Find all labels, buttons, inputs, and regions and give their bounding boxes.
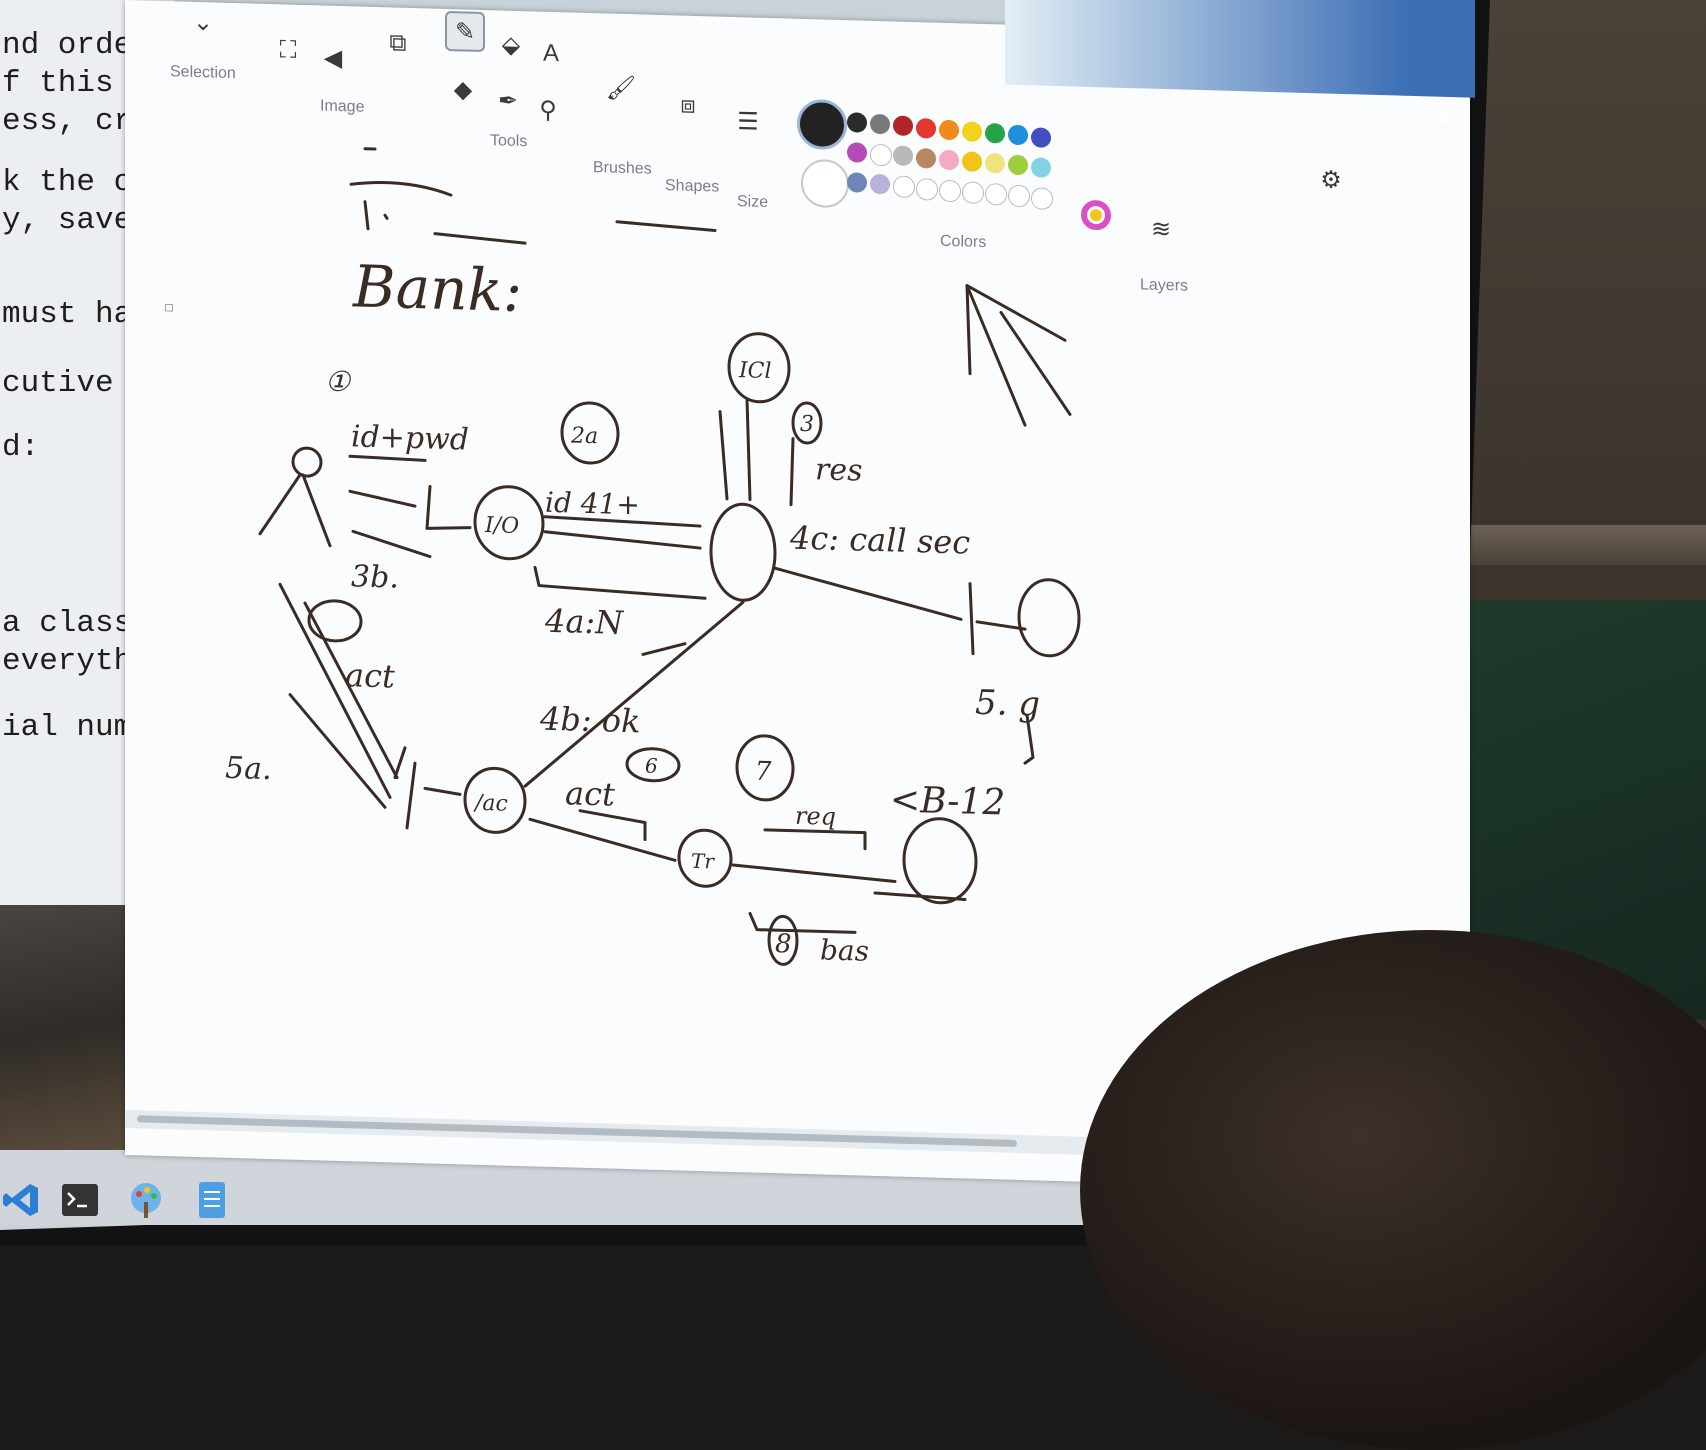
label-node-io: I/O <box>484 513 519 539</box>
label-step3b: 3b. <box>351 559 399 595</box>
connector-stroke <box>350 456 470 529</box>
label-step5a: 5a. <box>225 751 272 787</box>
connector-stroke <box>791 439 793 505</box>
label-step1-msg: id+pwd <box>351 419 469 457</box>
editor-line: a class <box>2 606 132 641</box>
label-step7-msg: req <box>795 802 836 831</box>
label-step6: 6 <box>645 754 658 778</box>
label-step8-msg: bas <box>820 933 869 967</box>
paint-app-icon[interactable] <box>124 1178 168 1222</box>
node-cb <box>904 818 976 904</box>
vscode-icon[interactable] <box>0 1178 44 1222</box>
scribble-stroke <box>617 222 715 231</box>
label-step3: 3 <box>800 412 814 437</box>
connector-stroke <box>733 829 895 882</box>
editor-line: everyth <box>2 644 132 679</box>
label-node-tr: Tr <box>691 849 715 874</box>
label-step8: 8 <box>775 929 792 959</box>
notepad-icon[interactable] <box>190 1178 234 1222</box>
actor-body <box>260 474 330 546</box>
label-act-1: act <box>345 656 395 695</box>
connector-stroke <box>530 809 675 860</box>
arrow-stroke <box>967 286 1070 427</box>
label-node-icl: ICl <box>738 358 772 384</box>
label-step7: 7 <box>755 757 772 787</box>
label-cb12: <B-12 <box>890 779 1005 823</box>
connector-stroke <box>290 695 460 830</box>
connector-stroke <box>643 642 685 655</box>
node-right <box>1019 579 1079 657</box>
editor-line: d: <box>2 430 39 465</box>
connector-stroke <box>775 568 1025 655</box>
label-step1: ① <box>325 365 352 399</box>
label-node-acc: /ac <box>473 791 508 817</box>
connector-stroke <box>720 399 750 500</box>
scribble-stroke <box>365 202 387 230</box>
desktop-wallpaper <box>0 905 140 1155</box>
label-step4c: 4c: call sec <box>789 519 970 562</box>
connector-stroke <box>545 517 700 548</box>
scribble-stroke <box>435 234 525 244</box>
label-step4b: 4b: ok <box>539 700 640 741</box>
connector-stroke <box>353 531 430 556</box>
label-act-2: act <box>565 774 615 813</box>
scribble-stroke <box>351 182 451 195</box>
label-step3-msg: res <box>815 452 862 488</box>
step5-circle <box>309 600 361 641</box>
connector-stroke <box>750 913 855 932</box>
actor-head <box>293 448 321 477</box>
node-main <box>711 503 775 601</box>
label-step2a: 2a <box>570 423 598 449</box>
wall-rail <box>1460 525 1706 565</box>
drawing-title: Bank: <box>352 252 522 325</box>
connector-stroke <box>535 567 705 598</box>
terminal-icon[interactable] <box>58 1178 102 1222</box>
label-step4a: 4a:N <box>544 602 624 642</box>
label-step5: 5. g <box>975 683 1040 725</box>
label-step2-msg: id 41+ <box>545 486 640 522</box>
